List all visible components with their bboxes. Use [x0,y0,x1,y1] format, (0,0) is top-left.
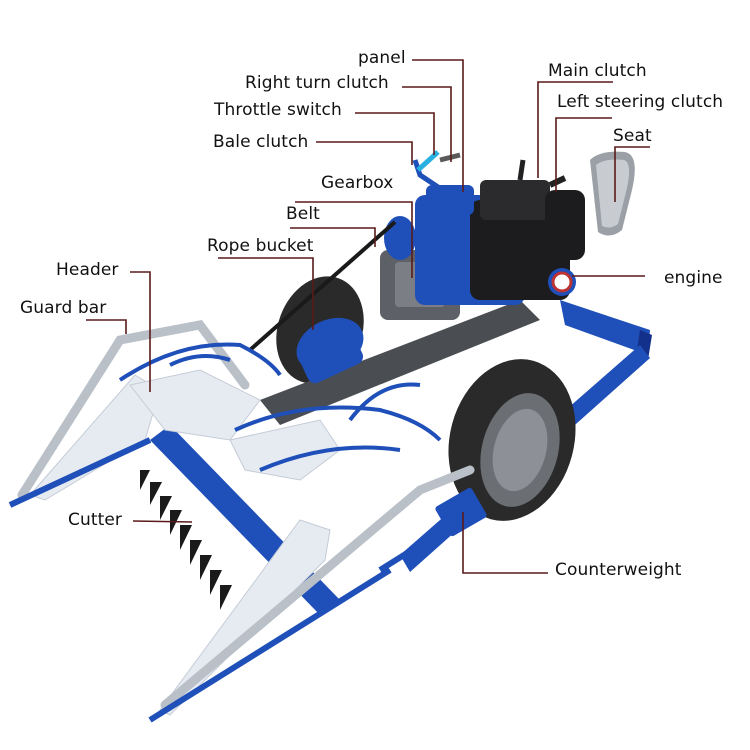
label-counterweight: Counterweight [555,560,682,580]
right-wheel [448,359,576,521]
label-guard-bar: Guard bar [20,298,107,318]
rope-bucket-body [296,317,364,384]
label-left-steering-clutch: Left steering clutch [557,92,724,112]
chassis-beam [260,300,540,425]
header-shields [29,369,341,716]
engine-body [415,180,585,305]
cutter-teeth [140,470,232,610]
guard-bars [17,320,475,710]
label-right-turn-clutch: Right turn clutch [245,73,389,93]
label-belt: Belt [286,204,320,224]
label-panel: panel [358,48,406,68]
label-gearbox: Gearbox [321,173,394,193]
belt-pulley [384,216,416,260]
label-cutter: Cutter [68,510,123,530]
label-seat: Seat [613,126,652,146]
base-rails [8,437,462,723]
label-main-clutch: Main clutch [548,61,647,81]
label-engine: engine [664,268,723,288]
label-header: Header [56,260,119,280]
label-throttle-switch: Throttle switch [214,100,342,120]
label-bale-clutch: Bale clutch [213,132,309,152]
label-rope-bucket: Rope bucket [207,236,314,256]
seat-body [590,151,635,236]
